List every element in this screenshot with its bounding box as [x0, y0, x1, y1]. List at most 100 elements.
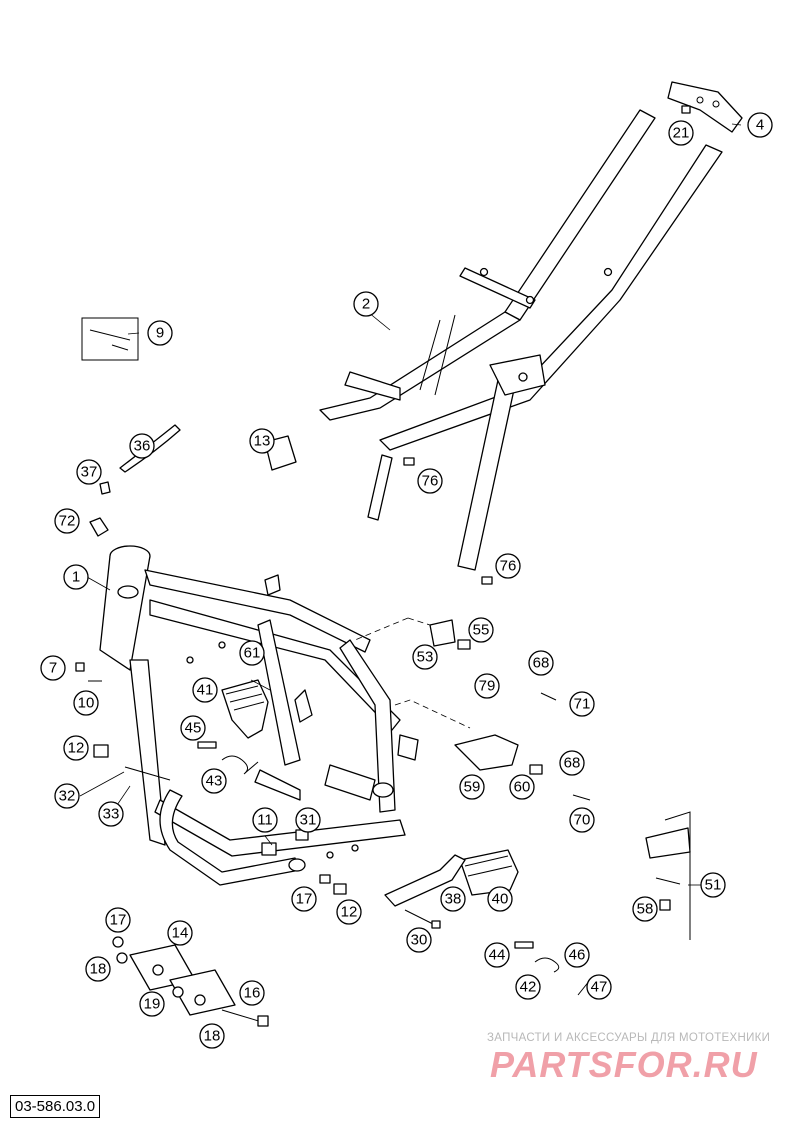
- callout-label: 30: [411, 932, 428, 949]
- callout-31: 31: [295, 807, 321, 833]
- callout-47: 47: [586, 974, 612, 1000]
- callout-label: 47: [591, 979, 608, 996]
- callout-label: 33: [103, 806, 120, 823]
- callout-label: 68: [564, 755, 581, 772]
- footrest-parts: [93, 619, 591, 996]
- callout-71: 71: [569, 691, 595, 717]
- callout-17-right: 17: [291, 886, 317, 912]
- subframe-part: [319, 109, 723, 571]
- callout-label: 1: [72, 569, 80, 586]
- callout-label: 79: [479, 678, 496, 695]
- callout-label: 11: [257, 812, 273, 829]
- callout-18-top: 18: [85, 956, 111, 982]
- callout-label: 36: [134, 438, 151, 455]
- callout-11: 11: [252, 807, 278, 833]
- small-parts: [75, 105, 691, 940]
- callout-label: 4: [756, 117, 764, 134]
- callout-label: 61: [244, 645, 261, 662]
- callout-53: 53: [412, 644, 438, 670]
- callout-51: 51: [700, 872, 726, 898]
- callout-17-left: 17: [105, 907, 131, 933]
- callout-76-top: 76: [417, 468, 443, 494]
- callout-61: 61: [239, 640, 265, 666]
- leader-lines: [79, 123, 742, 886]
- callout-label: 32: [59, 788, 76, 805]
- callout-label: 31: [300, 812, 317, 829]
- callout-40: 40: [487, 886, 513, 912]
- callout-label: 68: [533, 655, 550, 672]
- watermark-logo: PARTSFOR.RU: [490, 1044, 758, 1085]
- callout-21: 21: [668, 120, 694, 146]
- callout-label: 42: [520, 979, 537, 996]
- callout-1: 1: [63, 564, 89, 590]
- callout-label: 19: [144, 996, 161, 1013]
- callout-label: 7: [49, 660, 57, 677]
- callout-72: 72: [54, 508, 80, 534]
- callout-44: 44: [484, 942, 510, 968]
- callout-33: 33: [98, 801, 124, 827]
- reference-lines: [354, 617, 471, 729]
- callout-45: 45: [180, 715, 206, 741]
- callout-label: 70: [574, 812, 591, 829]
- callout-label: 9: [156, 325, 164, 342]
- callout-label: 45: [185, 720, 202, 737]
- callout-label: 18: [204, 1028, 221, 1045]
- callout-label: 46: [569, 947, 586, 964]
- callout-36: 36: [129, 433, 155, 459]
- callout-label: 13: [254, 433, 271, 450]
- watermark-caption: ЗАПЧАСТИ И АКСЕССУАРЫ ДЛЯ МОТОТЕХНИКИ: [487, 1032, 771, 1044]
- callout-label: 12: [68, 740, 85, 757]
- callout-label: 14: [172, 925, 189, 942]
- callout-41: 41: [192, 677, 218, 703]
- callout-38: 38: [440, 886, 466, 912]
- callout-68-top: 68: [528, 650, 554, 676]
- callout-16: 16: [239, 980, 265, 1006]
- callout-label: 59: [464, 779, 481, 796]
- callout-label: 53: [417, 649, 434, 666]
- callout-label: 43: [206, 773, 223, 790]
- callout-label: 17: [296, 891, 313, 908]
- callout-label: 17: [110, 912, 127, 929]
- callout-label: 12: [341, 904, 358, 921]
- drawing-number-label: 03-586.03.0: [10, 1095, 101, 1118]
- callout-46: 46: [564, 942, 590, 968]
- side-stand-parts: [112, 936, 269, 1027]
- callout-2: 2: [353, 291, 379, 317]
- callout-79: 79: [474, 673, 500, 699]
- callout-label: 44: [489, 947, 506, 964]
- callout-label: 40: [492, 891, 509, 908]
- callout-76-bottom: 76: [495, 553, 521, 579]
- callout-60: 60: [509, 774, 535, 800]
- callout-label: 16: [244, 985, 261, 1002]
- callout-12-left: 12: [63, 735, 89, 761]
- callout-label: 38: [445, 891, 462, 908]
- callout-label: 18: [90, 961, 107, 978]
- callout-label: 2: [362, 296, 370, 313]
- callout-label: 10: [78, 695, 95, 712]
- callout-7: 7: [40, 655, 66, 681]
- callout-label: 76: [422, 473, 439, 490]
- callout-label: 71: [574, 696, 591, 713]
- callout-55: 55: [468, 617, 494, 643]
- callout-37: 37: [76, 459, 102, 485]
- callout-label: 21: [673, 125, 690, 142]
- callout-43: 43: [201, 768, 227, 794]
- main-frame-part: [99, 545, 419, 886]
- callout-30: 30: [406, 927, 432, 953]
- callout-12-right: 12: [336, 899, 362, 925]
- callout-4: 4: [747, 112, 773, 138]
- callout-10: 10: [73, 690, 99, 716]
- callout-68-bottom: 68: [559, 750, 585, 776]
- callout-label: 76: [500, 558, 517, 575]
- callout-19: 19: [139, 991, 165, 1017]
- callout-label: 55: [473, 622, 490, 639]
- callout-9: 9: [147, 320, 173, 346]
- callout-label: 72: [59, 513, 76, 530]
- callout-70: 70: [569, 807, 595, 833]
- callout-58: 58: [632, 896, 658, 922]
- callout-label: 60: [514, 779, 531, 796]
- callout-label: 37: [81, 464, 98, 481]
- callout-59: 59: [459, 774, 485, 800]
- callout-label: 51: [705, 877, 722, 894]
- callout-14: 14: [167, 920, 193, 946]
